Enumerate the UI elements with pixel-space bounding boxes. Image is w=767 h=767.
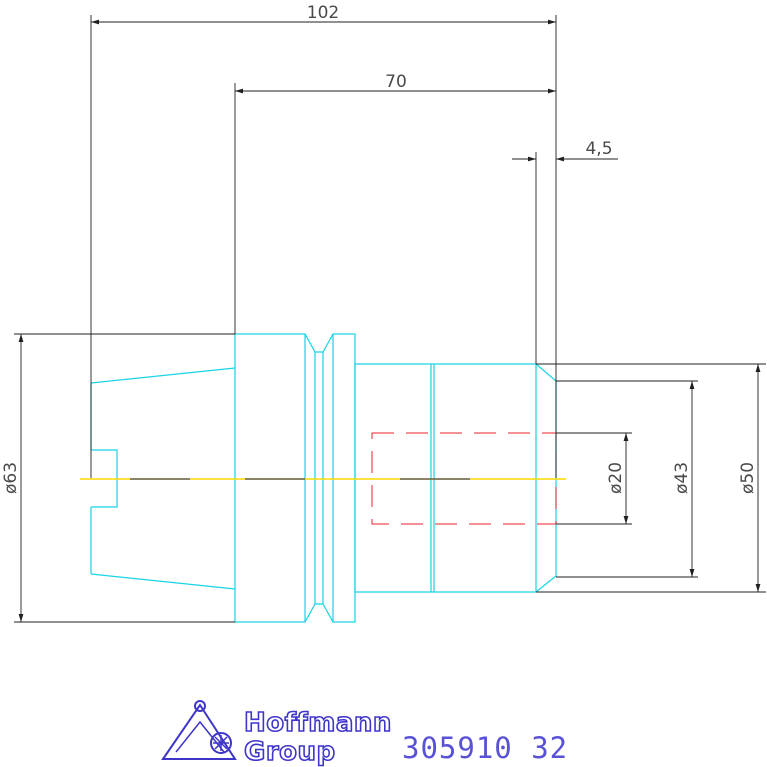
flange (234, 333, 306, 623)
brand-name-line1: Hoffmann (244, 708, 392, 738)
brand-name-line2: Group (244, 737, 336, 767)
dimension-lines (14, 15, 766, 623)
article-number: 305910 32 (402, 731, 568, 765)
dimension-nose-diameter: ø50 (738, 462, 758, 494)
part-outline (90, 333, 557, 623)
dimension-flange-diameter: ø63 (1, 462, 21, 494)
hoffmann-logo-icon (161, 700, 237, 760)
shank-taper (90, 367, 236, 590)
main-body (354, 363, 557, 593)
dimension-face-offset: 4,5 (585, 139, 612, 159)
dimension-shank-diameter: ø43 (672, 462, 692, 494)
dimension-body-length: 70 (385, 72, 407, 92)
v-groove (304, 333, 334, 623)
dimension-bore-diameter: ø20 (606, 462, 626, 494)
dimension-total-length: 102 (307, 3, 339, 23)
collar (332, 333, 356, 623)
